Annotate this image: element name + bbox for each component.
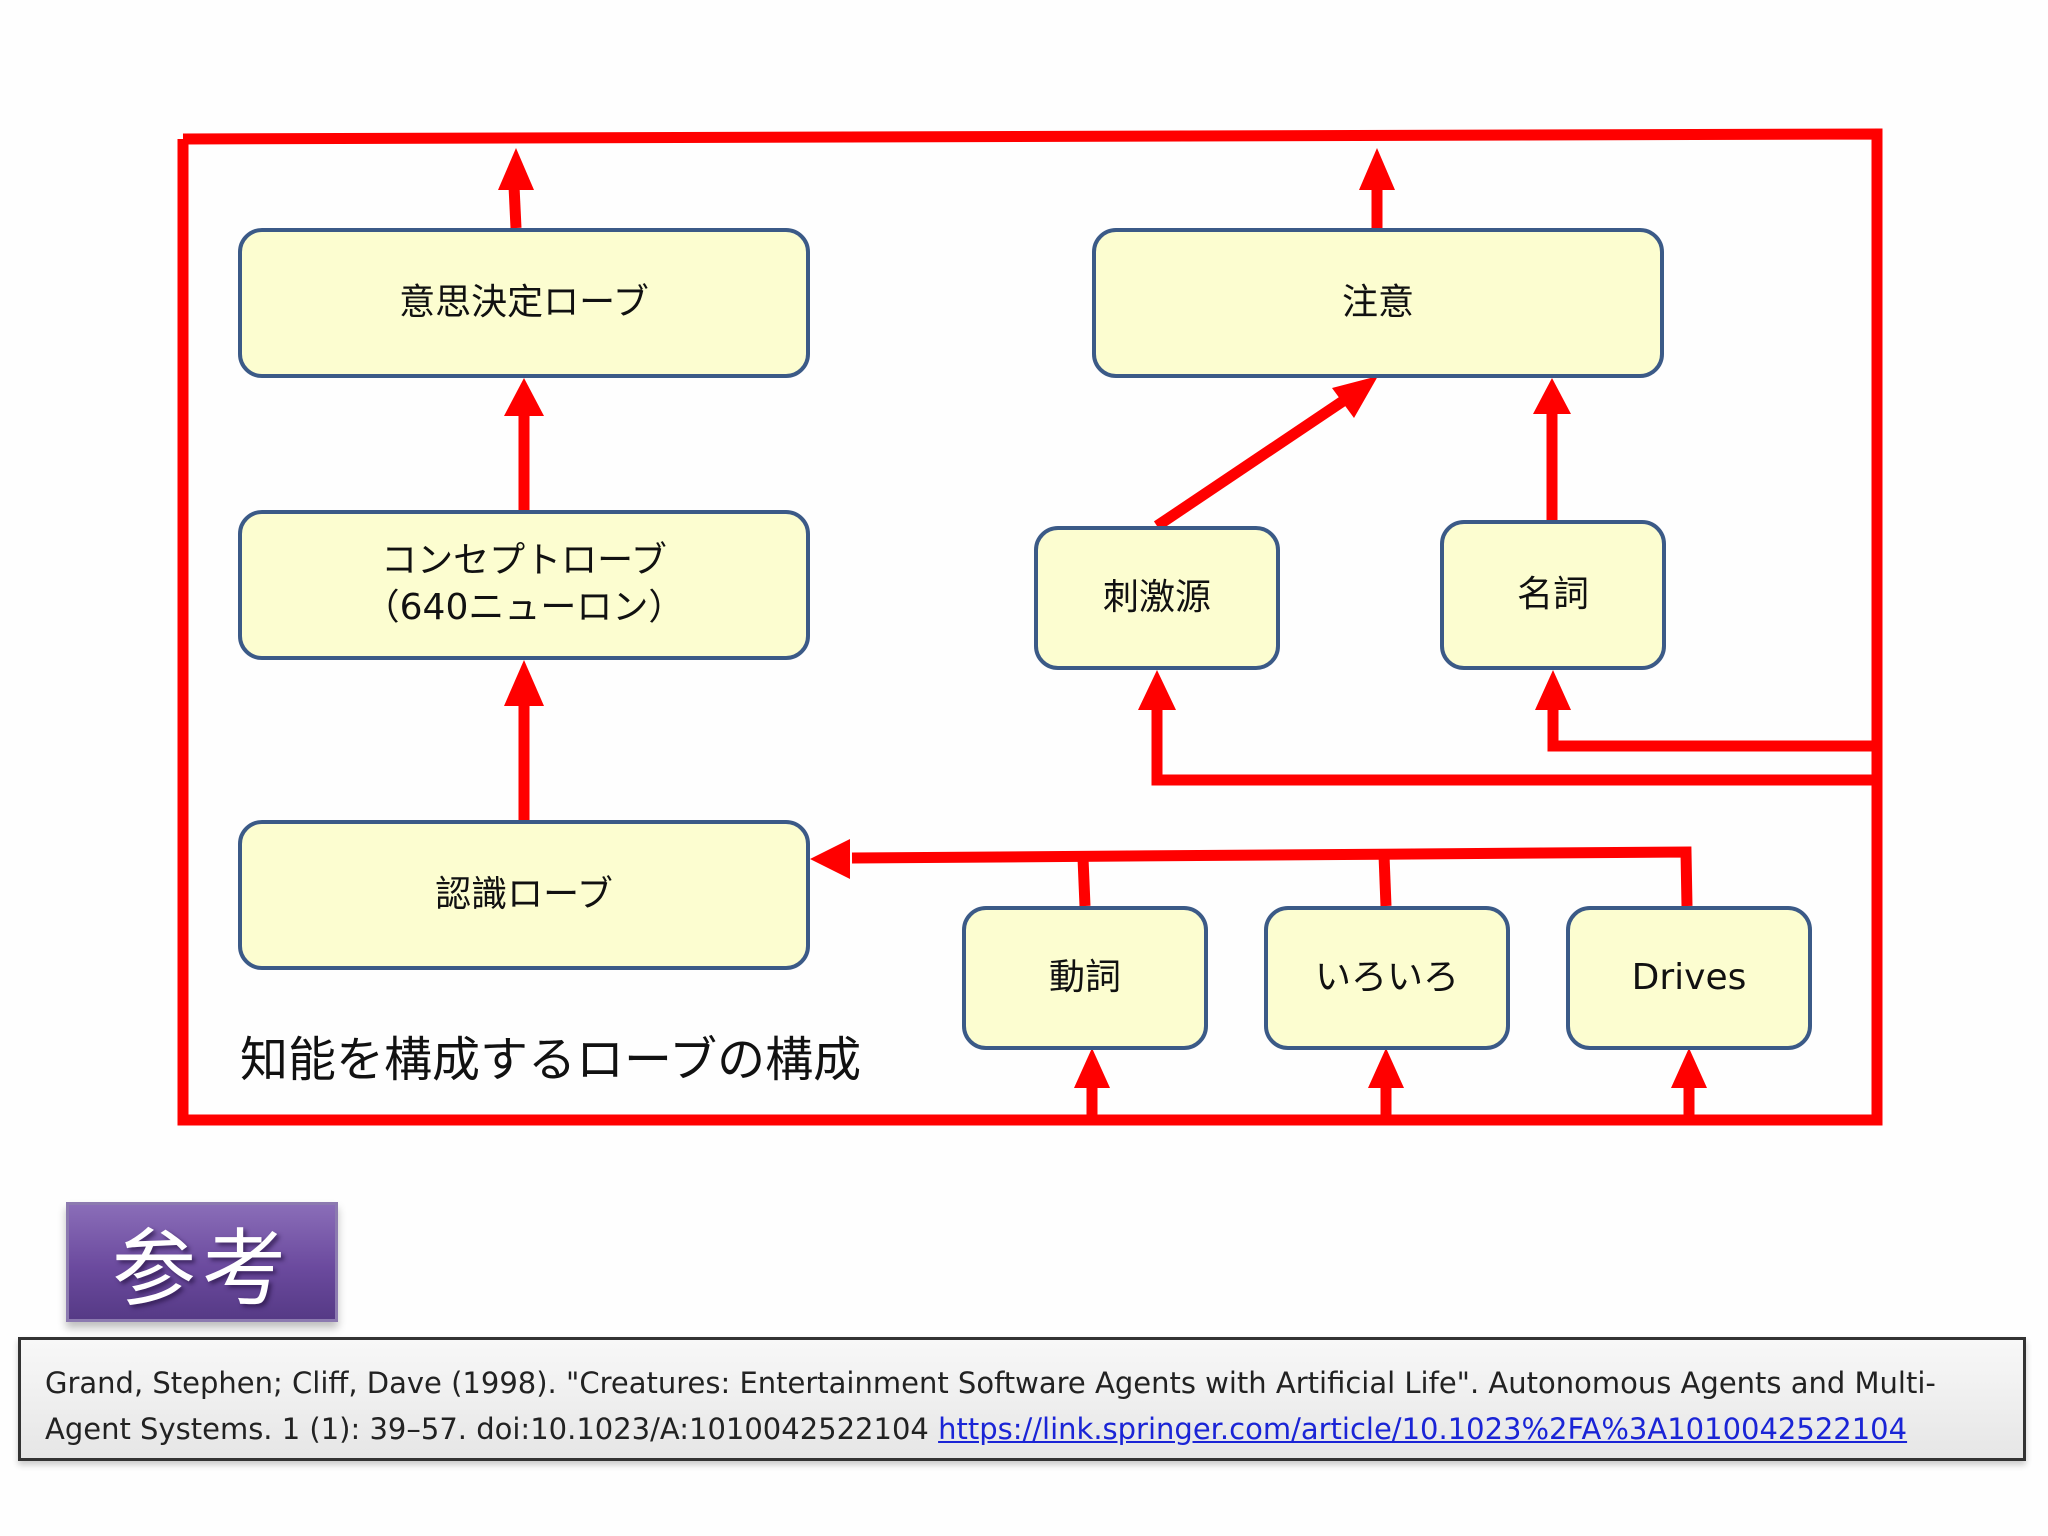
- perception-lobe-box: 認識ローブ: [238, 820, 810, 970]
- diagram-caption: 知能を構成するローブの構成: [240, 1032, 862, 1088]
- decision-up-line: [508, 185, 522, 229]
- misc-to-bus-line: [1378, 854, 1392, 907]
- citation-box: Grand, Stephen; Cliff, Dave (1998). "Cre…: [18, 1337, 2026, 1461]
- frame-to-verb-arrowhead: [1074, 1048, 1110, 1088]
- arrow-heads: [498, 148, 1707, 1088]
- frame-to-stimulus-arrowhead: [1138, 670, 1176, 710]
- citation-link[interactable]: https://link.springer.com/article/10.102…: [938, 1412, 1908, 1446]
- inputs-to-perception-line: [851, 846, 1693, 907]
- connector-lines: [177, 128, 1883, 1126]
- noun-label: 名詞: [1516, 573, 1589, 615]
- frame-to-noun-line: [1547, 706, 1877, 752]
- citation-text: Grand, Stephen; Cliff, Dave (1998). "Cre…: [45, 1366, 1936, 1446]
- frame-to-misc-arrowhead: [1368, 1048, 1404, 1088]
- inputs-to-perception-arrowhead: [810, 839, 850, 879]
- frame-to-drives-arrowhead: [1671, 1048, 1707, 1088]
- concept-lobe-box: コンセプトローブ （640ニューロン）: [238, 510, 810, 660]
- concept-lobe-label: コンセプトローブ: [381, 540, 667, 582]
- perception-to-concept-arrowhead: [504, 660, 544, 706]
- decision-up-arrowhead: [498, 148, 534, 190]
- noun-box: 名詞: [1440, 520, 1666, 670]
- drives-box: Drives: [1566, 906, 1812, 1050]
- attention-label: 注意: [1341, 281, 1414, 323]
- attention-up-arrowhead: [1359, 148, 1395, 190]
- misc-box: いろいろ: [1264, 906, 1510, 1050]
- decision-lobe-label: 意思決定ローブ: [399, 281, 649, 323]
- stimulus-to-attention-line: [1153, 390, 1356, 531]
- concept-lobe-neuron-count: （640ニューロン）: [363, 587, 685, 628]
- verb-to-bus-line: [1077, 857, 1091, 907]
- outer-frame-line: [177, 128, 1883, 1126]
- stimulus-to-attention-arrowhead: [1332, 376, 1378, 418]
- verb-box: 動詞: [962, 906, 1208, 1050]
- attention-box: 注意: [1092, 228, 1664, 378]
- frame-to-stimulus-line: [1151, 706, 1877, 786]
- misc-label: いろいろ: [1314, 956, 1459, 998]
- perception-lobe-label: 認識ローブ: [435, 873, 613, 915]
- noun-to-attention-arrowhead: [1533, 378, 1571, 414]
- frame-to-noun-arrowhead: [1535, 670, 1571, 710]
- reference-badge: 参考: [66, 1202, 338, 1322]
- stimulus-source-label: 刺激源: [1102, 576, 1211, 618]
- concept-to-decision-arrowhead: [504, 378, 544, 416]
- verb-label: 動詞: [1048, 956, 1121, 998]
- drives-label: Drives: [1631, 956, 1747, 998]
- decision-lobe-box: 意思決定ローブ: [238, 228, 810, 378]
- stimulus-source-box: 刺激源: [1034, 526, 1280, 670]
